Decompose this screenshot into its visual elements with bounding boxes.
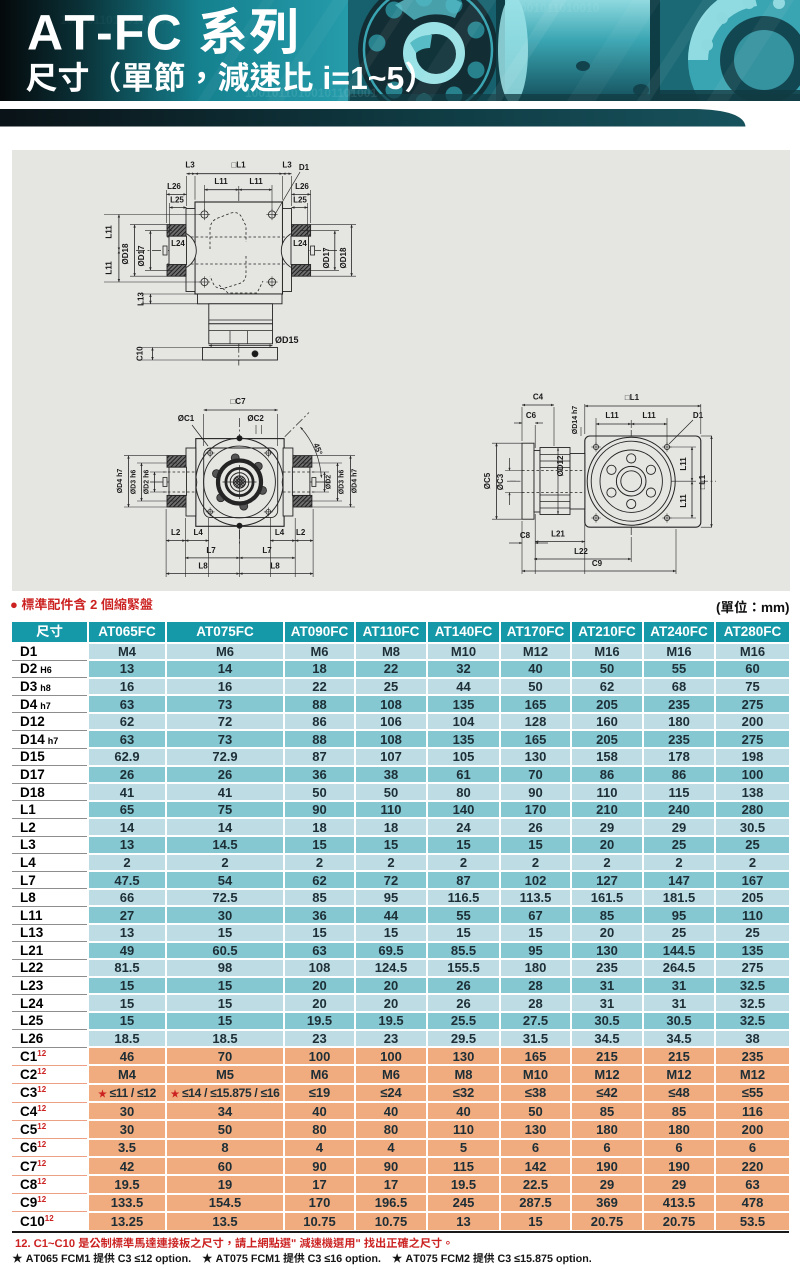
svg-text:ØD2: ØD2 [326, 475, 333, 490]
svg-text:C8: C8 [520, 531, 531, 540]
svg-text:C4: C4 [533, 393, 544, 402]
svg-text:L13: L13 [137, 292, 146, 306]
svg-text:L11: L11 [605, 411, 619, 420]
svg-text:L4: L4 [275, 528, 285, 537]
svg-text:L8: L8 [270, 562, 280, 571]
svg-text:L2: L2 [171, 528, 181, 537]
svg-text:001011010010: 001011010010 [520, 1, 600, 15]
svg-text:L11: L11 [104, 225, 113, 239]
svg-text:□L1: □L1 [625, 393, 640, 402]
svg-text:□L1: □L1 [231, 161, 246, 170]
svg-text:L7: L7 [206, 546, 216, 555]
svg-text:L26: L26 [167, 182, 181, 191]
svg-text:ØD18: ØD18 [121, 243, 130, 264]
svg-text:ØD17: ØD17 [137, 245, 146, 266]
svg-text:ØD4 h7: ØD4 h7 [352, 469, 359, 494]
svg-text:□C7: □C7 [230, 397, 246, 406]
svg-text:L7: L7 [262, 546, 272, 555]
svg-text:D1: D1 [299, 163, 310, 172]
svg-text:ØC1: ØC1 [178, 414, 195, 423]
svg-text:L8: L8 [198, 562, 208, 571]
svg-text:ØD18: ØD18 [339, 247, 348, 268]
svg-text:L24: L24 [171, 239, 185, 248]
svg-text:ØD15: ØD15 [275, 335, 299, 345]
svg-text:L11: L11 [679, 457, 688, 471]
svg-text:ØD14 h7: ØD14 h7 [572, 406, 579, 435]
svg-text:L25: L25 [170, 195, 184, 204]
svg-text:L22: L22 [574, 547, 588, 556]
svg-text:C10: C10 [136, 346, 145, 361]
svg-text:L26: L26 [295, 182, 309, 191]
svg-text:L2: L2 [296, 528, 306, 537]
svg-text:C9: C9 [592, 559, 603, 568]
svg-text:ØC5: ØC5 [483, 472, 492, 489]
svg-text:ØD4 h7: ØD4 h7 [117, 469, 124, 494]
svg-text:L24: L24 [293, 239, 307, 248]
svg-text:ØD2 h6: ØD2 h6 [144, 470, 151, 495]
svg-text:C6: C6 [526, 411, 537, 420]
svg-text:ØD12: ØD12 [556, 455, 565, 476]
svg-text:45°: 45° [311, 442, 324, 457]
svg-text:L11: L11 [249, 177, 263, 186]
svg-text:L25: L25 [293, 195, 307, 204]
svg-text:ØD17: ØD17 [322, 247, 331, 268]
svg-text:□L1: □L1 [698, 474, 707, 489]
svg-text:ØD3 h6: ØD3 h6 [339, 470, 346, 495]
svg-text:L21: L21 [551, 530, 565, 539]
svg-text:ØC2: ØC2 [247, 414, 264, 423]
svg-text:L3: L3 [185, 161, 195, 170]
svg-text:L11: L11 [679, 494, 688, 508]
svg-text:L3: L3 [282, 161, 292, 170]
svg-text:L4: L4 [194, 528, 204, 537]
svg-text:L11: L11 [214, 177, 228, 186]
svg-text:ØD3 h6: ØD3 h6 [131, 470, 138, 495]
svg-text:D1: D1 [693, 411, 704, 420]
svg-text:L11: L11 [104, 261, 113, 275]
svg-text:L11: L11 [642, 411, 656, 420]
svg-text:ØC3: ØC3 [496, 473, 505, 490]
